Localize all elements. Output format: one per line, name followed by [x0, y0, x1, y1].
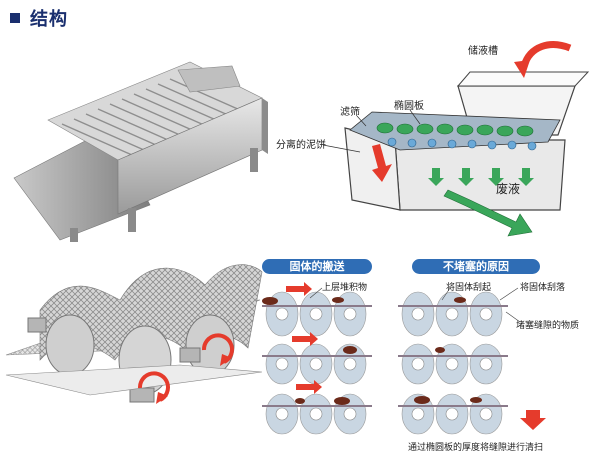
left-panel-title: 固体的搬送 — [262, 259, 372, 274]
label-bottom-note: 通过椭圆板的厚度将缝隙进行清扫 — [408, 443, 544, 453]
cross-section-diagram — [322, 41, 590, 237]
section-title: 结构 — [30, 9, 68, 30]
label-solid-drop: 将固体刮落 — [520, 283, 566, 293]
explanation-panels — [262, 282, 546, 435]
label-waste-liquid: 废液 — [496, 182, 521, 196]
label-solid-lift: 将固体刮起 — [446, 283, 492, 293]
label-gap-material: 堵塞缝隙的物质 — [516, 321, 580, 331]
label-upper-stack: 上层堆积物 — [322, 283, 368, 293]
label-filter-screen: 滤筛 — [340, 107, 360, 118]
label-storage-tank: 储液槽 — [468, 46, 498, 57]
machine-photo — [13, 61, 268, 242]
roller-mesh-illustration — [5, 264, 263, 404]
label-elliptic-plate: 椭圆板 — [394, 101, 424, 112]
section-header: 结构 — [10, 6, 68, 30]
right-panel-title: 不堵塞的原因 — [412, 259, 540, 274]
header-square-icon — [10, 13, 20, 23]
label-separated-cake: 分离的泥饼 — [276, 140, 326, 151]
